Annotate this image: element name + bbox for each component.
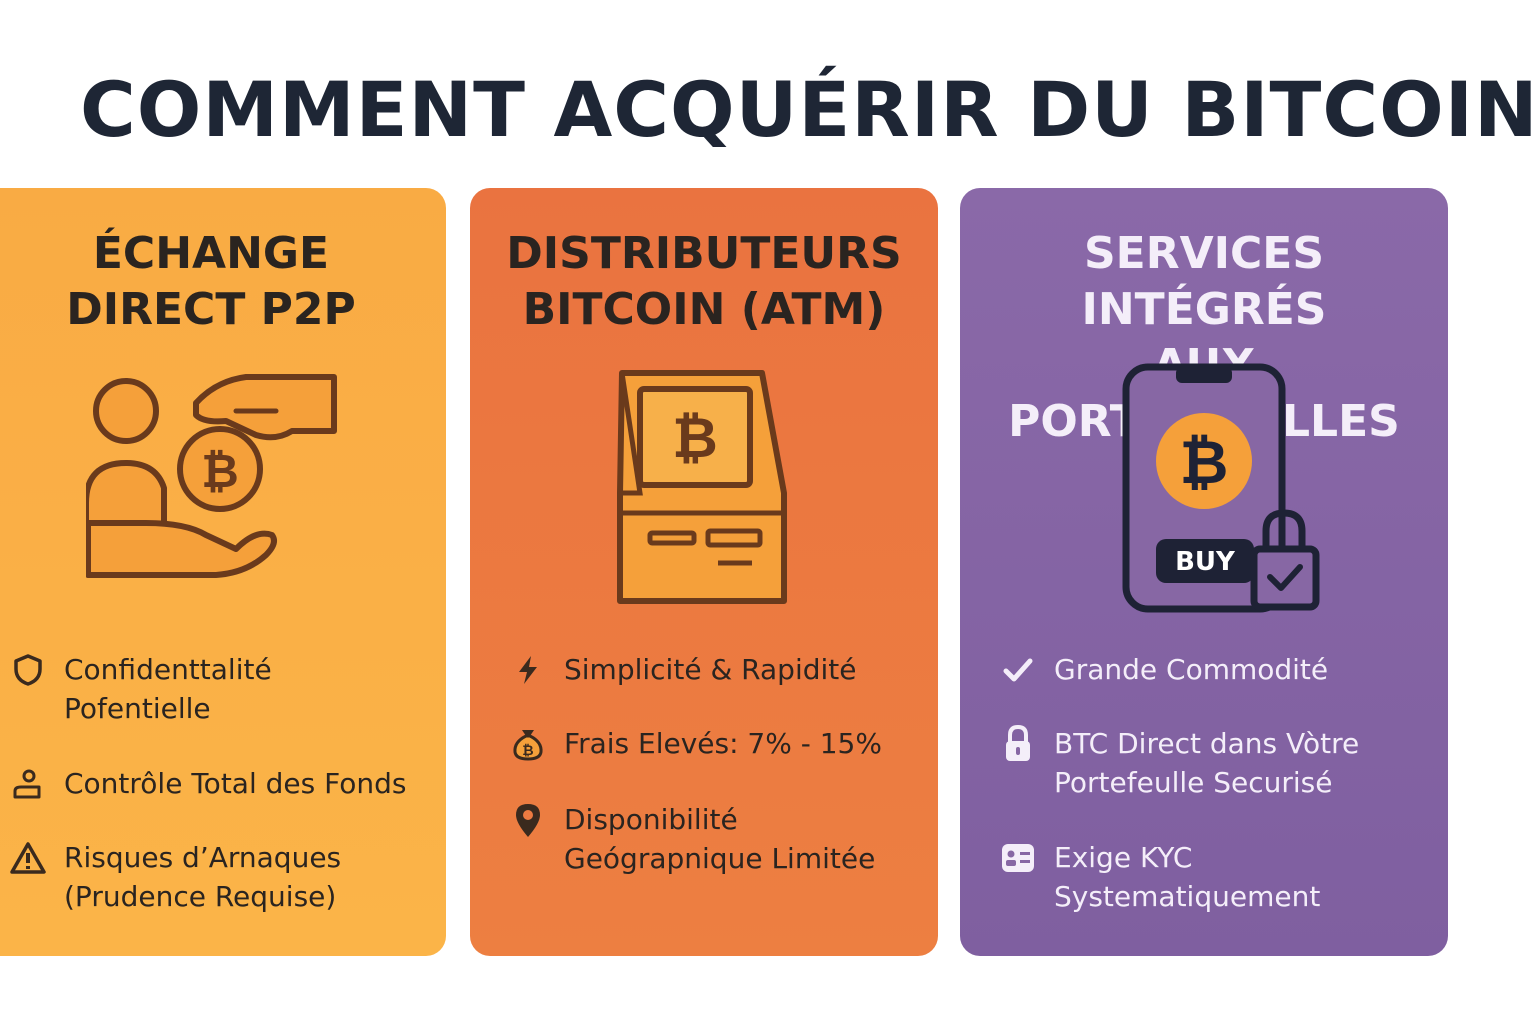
person-funds-icon <box>8 764 48 804</box>
svg-text:₿: ₿ <box>522 743 533 759</box>
feature-control: Contrôle Total des Fonds <box>8 764 406 804</box>
checkmark-icon <box>998 650 1038 690</box>
svg-text:₿: ₿ <box>1180 428 1229 498</box>
phone-wallet-icon: ₿ BUY <box>960 363 1448 613</box>
lightning-icon <box>508 650 548 690</box>
page-title: COMMENT ACQUÉRIR DU BITCOIN <box>80 65 1536 154</box>
svg-text:₿: ₿ <box>672 406 718 471</box>
bitcoin-atm-icon: ₿ <box>470 363 938 613</box>
card-wallet-services: SERVICES INTÉGRÉS AUX PORTEFEUILLES ₿ BU… <box>960 188 1448 956</box>
feature-simplicity: Simplicité & Rapidité <box>508 650 856 690</box>
card-bitcoin-atm: DISTRIBUTEURS BITCOIN (ATM) ₿ Simplicité… <box>470 188 938 956</box>
warning-icon <box>8 838 48 878</box>
location-pin-icon <box>508 800 548 840</box>
card-p2p-exchange: ÉCHANGE DIRECT P2P ₿ Confidenttalité Pof… <box>0 188 446 956</box>
feature-convenience: Grande Commodité <box>998 650 1328 690</box>
card-title: ÉCHANGE DIRECT P2P <box>66 228 356 335</box>
buy-label: BUY <box>1175 547 1236 577</box>
feature-fees: ₿ Frais Elevés: 7% - 15% <box>508 724 882 764</box>
feature-privacy: Confidenttalité Pofentielle <box>8 650 272 728</box>
id-card-icon <box>998 838 1038 878</box>
padlock-icon <box>998 724 1038 764</box>
svg-text:₿: ₿ <box>201 444 239 498</box>
feature-scam-risk: Risques d’Arnaques (Prudence Requise) <box>8 838 341 916</box>
feature-kyc: Exige KYC Systematiquement <box>998 838 1320 916</box>
feature-availability: Disponibilité Geógrapnique Limitée <box>508 800 875 878</box>
card-title: DISTRIBUTEURS BITCOIN (ATM) <box>506 228 902 335</box>
money-bag-icon: ₿ <box>508 724 548 764</box>
hand-coin-person-icon: ₿ <box>0 363 446 613</box>
buy-button <box>1156 539 1254 583</box>
feature-direct-btc: BTC Direct dans Vòtre Portefeulle Securi… <box>998 724 1359 802</box>
shield-icon <box>8 650 48 690</box>
